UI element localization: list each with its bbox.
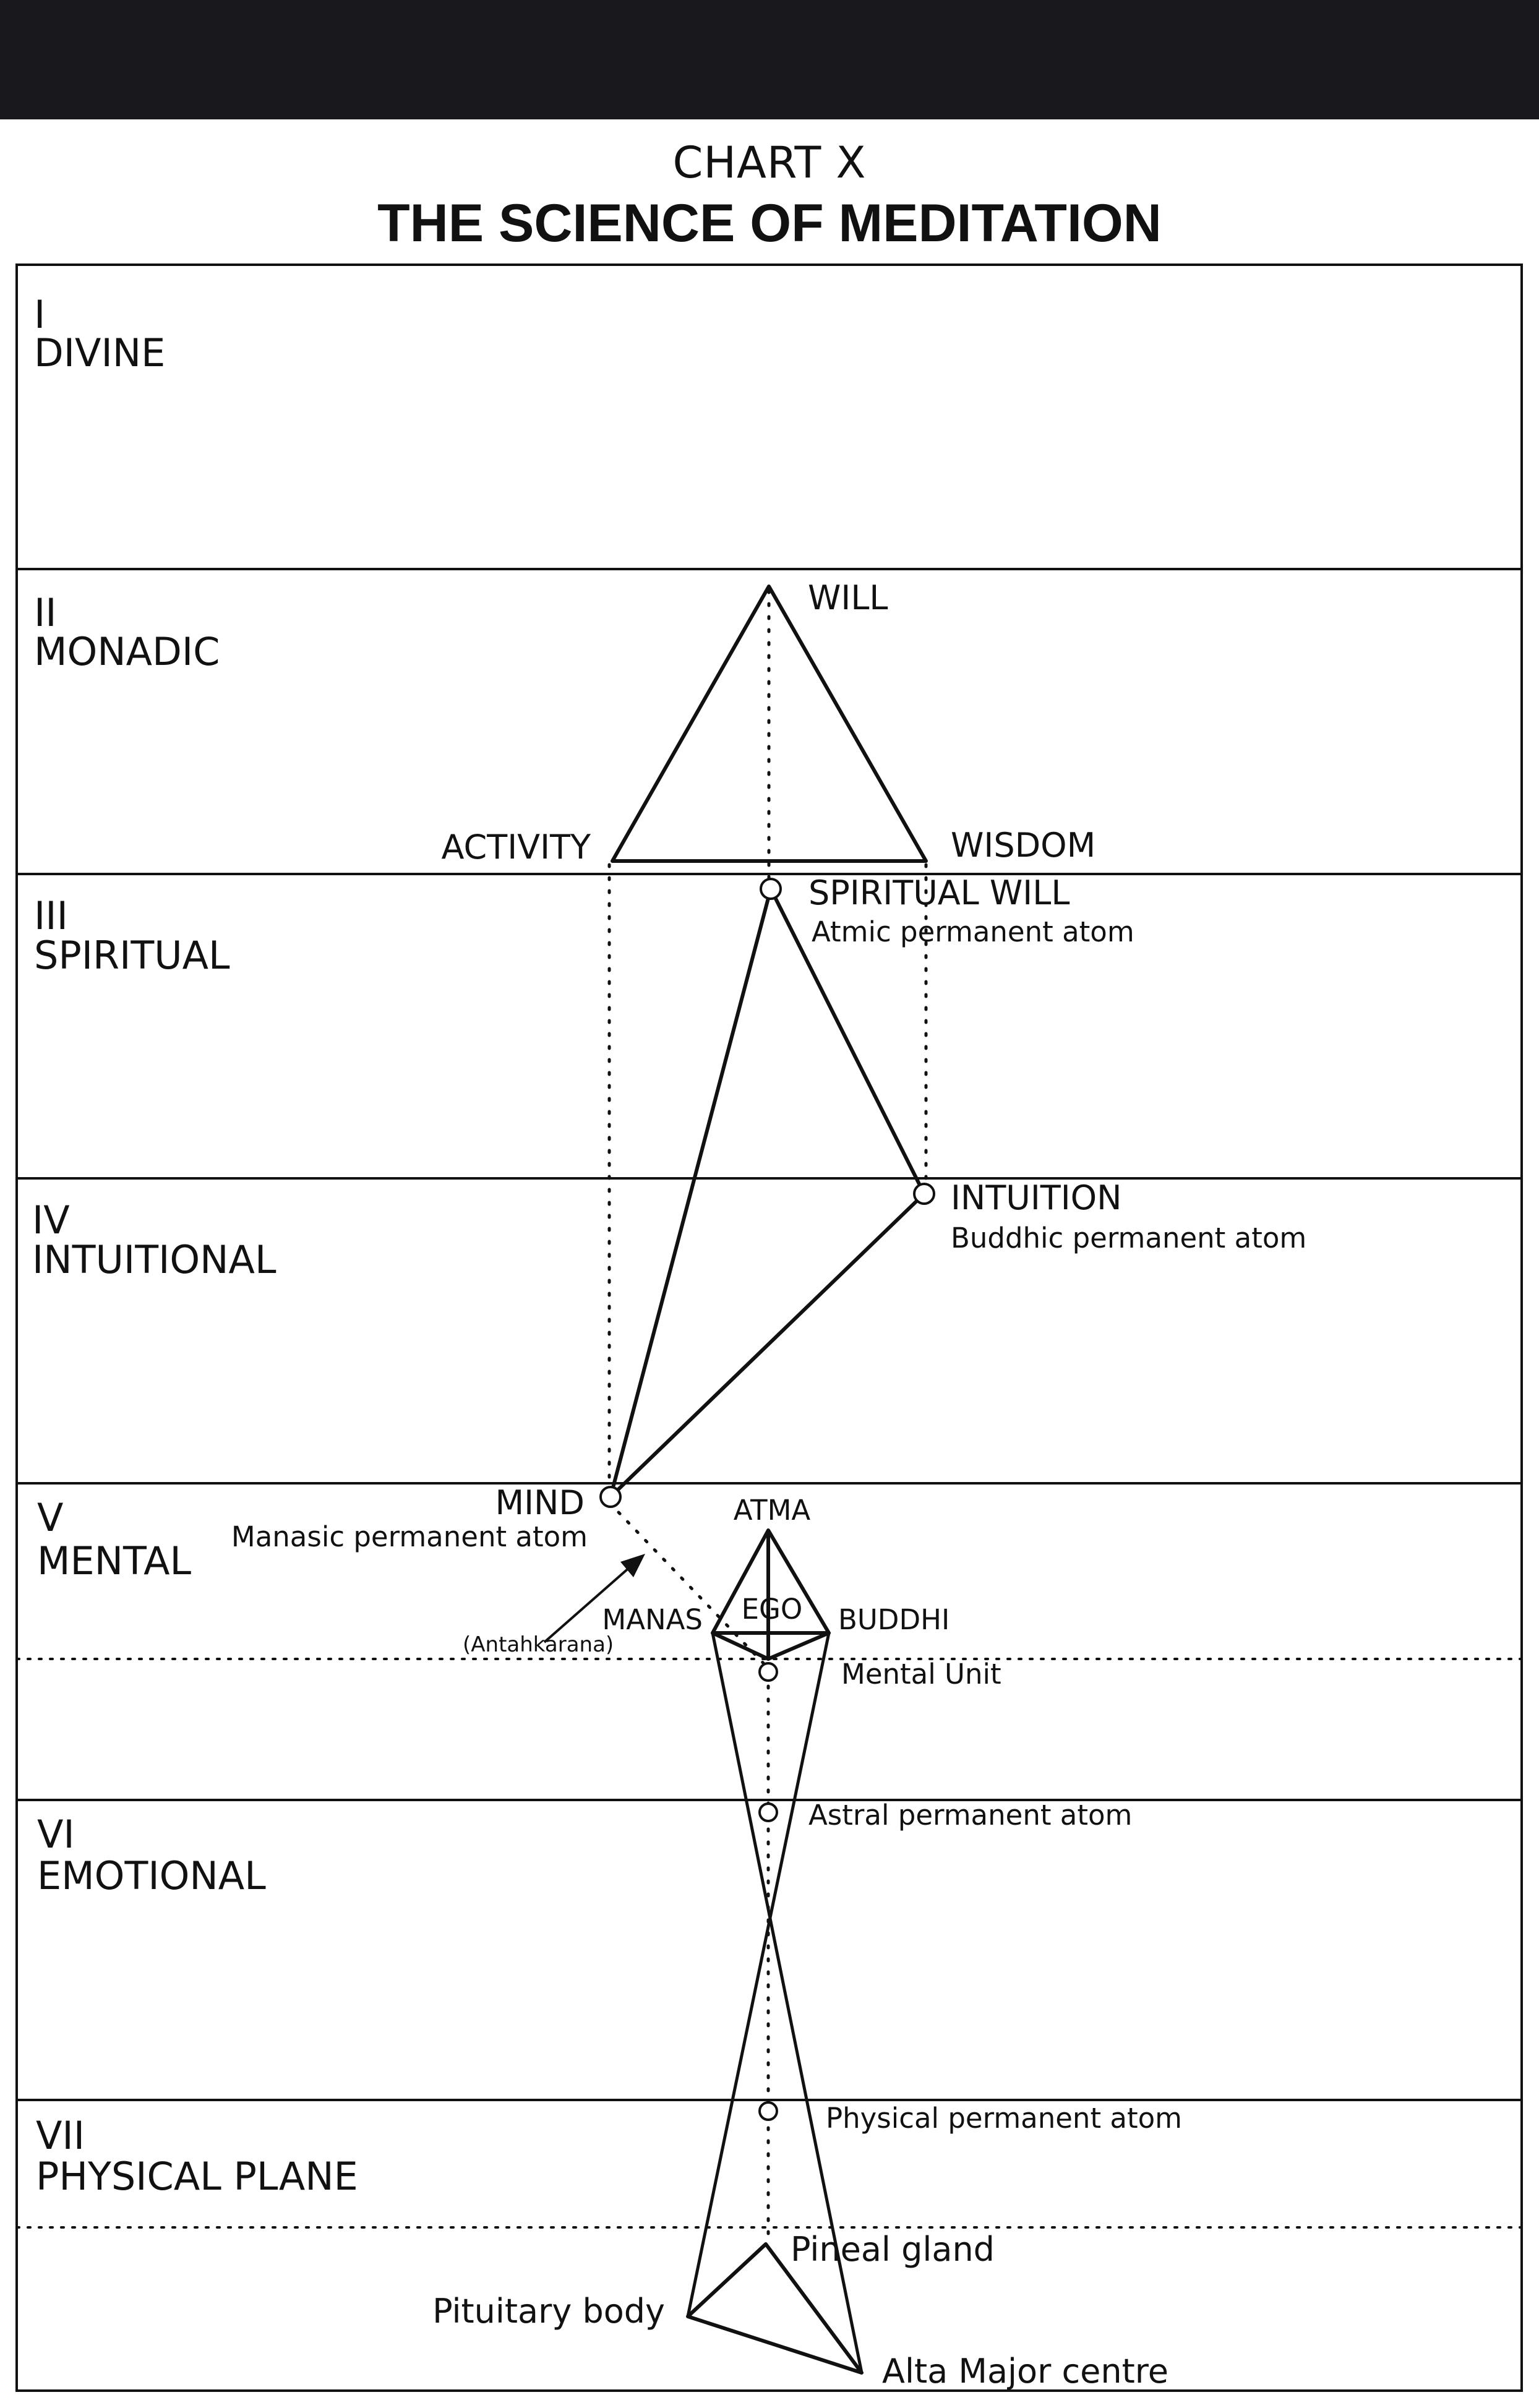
plane-numeral: V — [37, 1495, 63, 1540]
mind-label: MIND — [495, 1483, 585, 1522]
physical-atom-circle — [758, 2101, 778, 2121]
atmic-atom-label: Atmic permanent atom — [812, 915, 1134, 948]
astral-atom-label: Astral permanent atom — [808, 1799, 1132, 1832]
pineal-label: Pineal gland — [791, 2230, 995, 2269]
chart-label: CHART X — [672, 137, 867, 188]
will-label: WILL — [808, 578, 888, 617]
manas-label: MANAS — [602, 1603, 703, 1636]
intuition-label: INTUITION — [951, 1178, 1122, 1217]
plane-name: SPIRITUAL — [34, 933, 230, 978]
antahkarana-arrow — [543, 1554, 645, 1643]
buddhic-atom-label: Buddhic permanent atom — [951, 1222, 1306, 1254]
antahkarana-label: (Antahkarana) — [463, 1632, 614, 1657]
plane-name: MONADIC — [34, 629, 220, 674]
mind-circle — [599, 1486, 622, 1508]
ego-diamond — [711, 1528, 831, 1661]
monadic-triangle — [611, 585, 928, 863]
plane-numeral: I — [34, 292, 45, 337]
spiritual-will-circle — [760, 878, 782, 900]
activity-label: ACTIVITY — [442, 828, 591, 867]
alta-major-label: Alta Major centre — [882, 2352, 1168, 2391]
spiritual-triad — [609, 887, 926, 1499]
arrow-head — [620, 1554, 645, 1577]
top-bar — [0, 0, 1539, 119]
plane-labels: I DIVINE II MONADIC III SPIRITUAL IV INT… — [32, 292, 358, 2199]
spiritual-will-label: SPIRITUAL WILL — [808, 873, 1070, 912]
manasic-atom-label: Manasic permanent atom — [231, 1520, 588, 1553]
wisdom-label: WISDOM — [951, 826, 1095, 865]
plane-numeral: IV — [32, 1198, 70, 1243]
dotted-links — [607, 589, 928, 2246]
ego-label: EGO — [742, 1593, 803, 1626]
plane-name: MENTAL — [37, 1538, 192, 1583]
head-triangle — [686, 2242, 864, 2375]
plane-grid — [15, 264, 1523, 2392]
plane-numeral: II — [34, 590, 57, 635]
plane-numeral: VI — [37, 1812, 75, 1857]
antahkarana-dotted-line — [617, 1510, 769, 1669]
hourglass-figure — [686, 1632, 864, 2373]
head-centres-triangle — [686, 2242, 864, 2375]
buddhi-label: BUDDHI — [838, 1603, 950, 1636]
plane-name: INTUITIONAL — [32, 1237, 277, 1282]
plane-name: PHYSICAL PLANE — [36, 2154, 358, 2199]
astral-atom-circle — [758, 1802, 778, 1822]
chart-title: THE SCIENCE OF MEDITATION — [377, 194, 1162, 253]
mental-unit-circle — [758, 1662, 778, 1682]
plane-numeral: III — [34, 893, 68, 938]
arrow-shaft — [543, 1565, 632, 1643]
diagram-labels: WILL ACTIVITY WISDOM SPIRITUAL WILL Atmi… — [231, 578, 1306, 2391]
physical-atom-label: Physical permanent atom — [826, 2102, 1182, 2135]
hourglass-line — [711, 1632, 864, 2373]
triad-triangle — [609, 887, 926, 1499]
hourglass-line — [686, 1632, 831, 2317]
plane-frame — [15, 264, 1523, 2392]
mental-unit-label: Mental Unit — [841, 1658, 1001, 1690]
plane-name: EMOTIONAL — [37, 1853, 266, 1898]
pituitary-label: Pituitary body — [432, 2292, 665, 2331]
atom-circles — [599, 878, 935, 2121]
intuition-circle — [913, 1183, 935, 1205]
plane-numeral: VII — [36, 2113, 85, 2158]
atma-label: ATMA — [734, 1494, 811, 1527]
plane-name: DIVINE — [34, 330, 165, 375]
monad-triangle — [611, 585, 928, 863]
